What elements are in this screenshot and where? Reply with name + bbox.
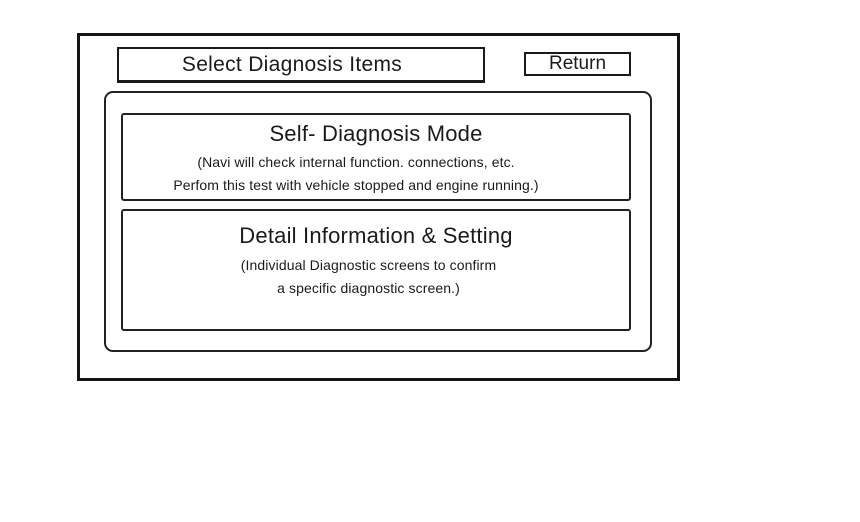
option-description-line: Perfom this test with vehicle stopped an…: [173, 177, 539, 193]
option-description-line: a specific diagnostic screen.): [277, 280, 460, 296]
option-description-line: (Navi will check internal function. conn…: [197, 154, 515, 170]
option-title: Detail Information & Setting: [239, 223, 513, 248]
option-description-line: (Individual Diagnostic screens to confir…: [240, 257, 497, 273]
diagnosis-screen-frame: Select Diagnosis Items Return Self- Diag…: [77, 33, 680, 381]
option-title: Self- Diagnosis Mode: [269, 121, 483, 146]
option-description: (Individual Diagnostic screens to confir…: [123, 254, 629, 300]
diagnosis-options-panel: Self- Diagnosis Mode (Navi will check in…: [104, 91, 652, 352]
page-title-box: Select Diagnosis Items: [117, 47, 485, 83]
return-button[interactable]: Return: [524, 52, 631, 76]
option-self-diagnosis-mode[interactable]: Self- Diagnosis Mode (Navi will check in…: [121, 113, 631, 201]
option-description: (Navi will check internal function. conn…: [123, 151, 629, 197]
option-detail-information-setting[interactable]: Detail Information & Setting (Individual…: [121, 209, 631, 331]
page-title: Select Diagnosis Items: [181, 52, 403, 76]
